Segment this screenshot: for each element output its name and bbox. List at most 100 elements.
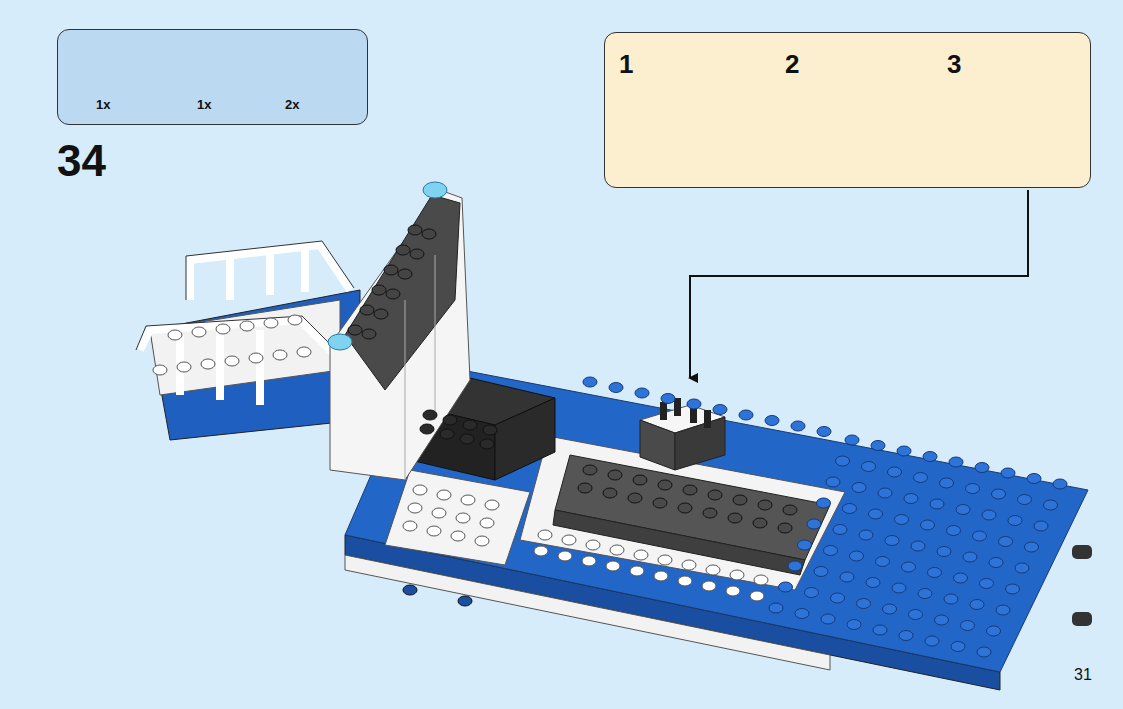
illustration-shape (177, 362, 191, 372)
illustration-shape (778, 523, 792, 533)
illustration-shape (944, 594, 958, 604)
illustration-shape (440, 429, 454, 439)
illustration-shape (883, 604, 897, 614)
illustration-shape (888, 467, 902, 477)
illustration-shape (230, 248, 305, 300)
illustration-shape (674, 398, 681, 416)
illustration-shape (817, 427, 831, 437)
illustration-shape (779, 582, 793, 592)
illustration-shape (970, 600, 984, 610)
illustration-shape (836, 456, 850, 466)
page-number: 31 (1074, 666, 1092, 684)
illustration-shape (427, 526, 441, 536)
model (136, 182, 1092, 690)
illustration-shape (999, 537, 1013, 547)
illustration-shape (1018, 495, 1032, 505)
illustration-shape (398, 269, 412, 279)
illustration-shape (610, 545, 624, 555)
illustration-shape (850, 551, 864, 561)
illustration-shape (273, 350, 287, 360)
illustration-shape (859, 530, 873, 540)
illustration-shape (661, 394, 675, 404)
illustration-shape (821, 614, 835, 624)
illustration-shape (873, 625, 887, 635)
illustration-shape (961, 621, 975, 631)
illustration-shape (578, 483, 592, 493)
illustration-shape (937, 547, 951, 557)
illustration-shape (951, 642, 965, 652)
illustration-shape (558, 551, 572, 561)
illustration-shape (609, 383, 623, 393)
illustration-shape (140, 320, 340, 360)
illustration-shape (914, 473, 928, 483)
illustration-shape (635, 388, 649, 398)
illustration-shape (682, 560, 696, 570)
illustration-shape (1027, 474, 1041, 484)
illustration-shape (1001, 468, 1015, 478)
illustration-shape (783, 505, 797, 515)
illustration-shape (658, 480, 672, 490)
illustration-shape (935, 615, 949, 625)
illustration-shape (153, 365, 167, 375)
illustration-shape (201, 359, 215, 369)
illustration-shape (480, 439, 494, 449)
illustration-shape (1034, 521, 1048, 531)
illustration-shape (405, 300, 406, 480)
illustration-shape (582, 556, 596, 566)
illustration-shape (975, 463, 989, 473)
illustration-shape (423, 410, 437, 420)
illustration-shape (348, 325, 362, 335)
illustration-shape (136, 316, 344, 358)
illustration-shape (708, 490, 722, 500)
illustration-shape (1072, 545, 1092, 559)
illustration-shape (963, 552, 977, 562)
illustration-shape (992, 489, 1006, 499)
illustration-shape (683, 485, 697, 495)
illustration-shape (410, 249, 424, 259)
illustration-shape (403, 585, 417, 595)
illustration-shape (562, 535, 576, 545)
illustration-shape (653, 498, 667, 508)
illustration-shape (909, 610, 923, 620)
illustration-shape (866, 578, 880, 588)
illustration-shape (330, 190, 470, 480)
illustration-shape (1072, 612, 1092, 626)
illustration-shape (463, 420, 477, 430)
illustration-shape (739, 410, 753, 420)
illustration-shape (583, 377, 597, 387)
leader-arrow (690, 190, 1028, 378)
illustration-shape (930, 499, 944, 509)
illustration-shape (733, 495, 747, 505)
illustration-shape (432, 508, 446, 518)
illustration-shape (706, 565, 720, 575)
part-quantity: 1x (197, 97, 211, 112)
illustration-shape (728, 513, 742, 523)
illustration-shape (460, 434, 474, 444)
illustration-shape (345, 362, 1088, 672)
illustration-shape (788, 561, 802, 571)
illustration-shape (754, 575, 768, 585)
illustration-shape (973, 531, 987, 541)
illustration-shape (654, 571, 668, 581)
illustration-shape (458, 596, 472, 606)
illustration-shape (675, 417, 725, 470)
illustration-shape (726, 586, 740, 596)
illustration-shape (947, 526, 961, 536)
illustration-shape (885, 536, 899, 546)
illustration-shape (1006, 584, 1020, 594)
illustration-shape (989, 558, 1003, 568)
illustration-shape (633, 475, 647, 485)
illustration-shape (982, 510, 996, 520)
illustration-shape (1025, 542, 1039, 552)
illustration-shape (456, 513, 470, 523)
illustration-shape (1015, 563, 1029, 573)
illustration-shape (372, 285, 386, 295)
illustration-shape (966, 484, 980, 494)
illustration-shape (435, 255, 436, 420)
illustration-shape (192, 327, 206, 337)
illustration-shape (483, 425, 497, 435)
substep-number: 1 (619, 49, 633, 80)
illustration-shape (403, 521, 417, 531)
illustration-shape (876, 557, 890, 567)
illustration-shape (485, 500, 499, 510)
